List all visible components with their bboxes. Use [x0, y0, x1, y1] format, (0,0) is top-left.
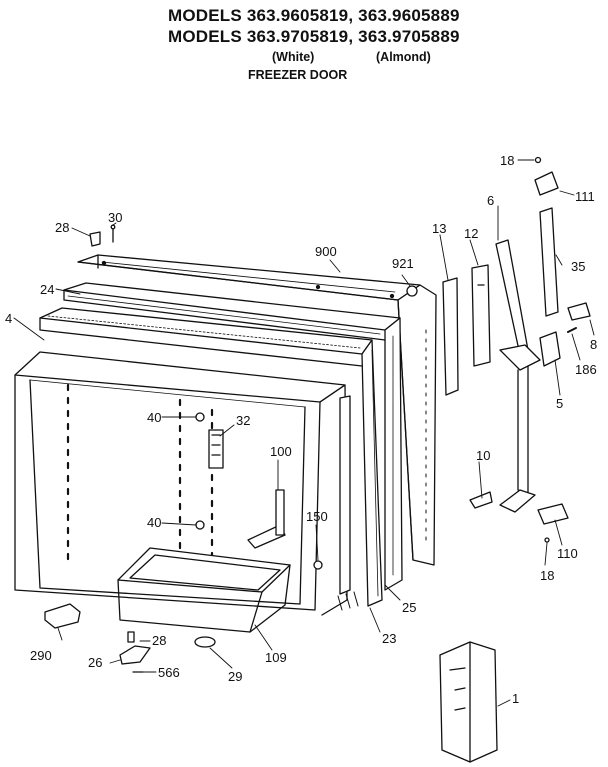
models-line-1: MODELS 363.9605819, 363.9605889 — [168, 6, 460, 25]
hinge-hardware — [442, 156, 591, 543]
callout-100: 100 — [270, 444, 292, 459]
inner-door-liner — [14, 351, 359, 616]
callout-13: 13 — [432, 221, 446, 236]
callout-32: 32 — [236, 413, 250, 428]
callout-28-top: 28 — [55, 220, 69, 235]
callout-110: 110 — [557, 546, 578, 561]
callout-25: 25 — [402, 600, 416, 615]
callout-921: 921 — [392, 256, 414, 271]
color-white-label: (White) — [272, 50, 315, 64]
callout-150: 150 — [306, 509, 328, 524]
callout-12: 12 — [464, 226, 478, 241]
callout-566: 566 — [158, 665, 180, 680]
callout-18-top: 18 — [500, 153, 514, 168]
callout-23: 23 — [382, 631, 396, 646]
diagram-header: MODELS 363.9605819, 363.9605889 MODELS 3… — [0, 0, 608, 90]
callout-30: 30 — [108, 210, 122, 225]
callout-28-bottom: 28 — [152, 633, 166, 648]
callout-5: 5 — [556, 396, 563, 411]
callout-26: 26 — [88, 655, 102, 670]
models-line-2: MODELS 363.9705819, 363.9705889 — [168, 27, 460, 46]
callout-4: 4 — [5, 311, 12, 326]
callout-40-upper: 40 — [147, 410, 161, 425]
callout-109: 109 — [265, 650, 287, 665]
section-title: FREEZER DOOR — [248, 68, 348, 82]
callout-290: 290 — [30, 648, 52, 663]
callout-10: 10 — [476, 448, 490, 463]
door-gasket — [63, 282, 403, 591]
callout-6: 6 — [487, 193, 494, 208]
callout-8: 8 — [590, 337, 597, 352]
callout-18-bottom: 18 — [540, 568, 554, 583]
breaker-strip — [39, 307, 383, 607]
callout-40-lower: 40 — [147, 515, 161, 530]
callout-29: 29 — [228, 669, 242, 684]
callout-111: 111 — [575, 189, 595, 204]
leader-lines — [13, 159, 595, 707]
callout-186: 186 — [575, 362, 597, 377]
callout-1: 1 — [512, 691, 519, 706]
callout-24: 24 — [40, 282, 54, 297]
callout-900: 900 — [315, 244, 337, 259]
color-almond-label: (Almond) — [376, 50, 431, 64]
callout-35: 35 — [571, 259, 585, 274]
shelf-bin — [117, 547, 291, 633]
callout-labels: 18 111 6 35 8 186 5 13 12 900 921 28 30 … — [5, 153, 597, 706]
outer-door-panel — [77, 254, 437, 566]
loose-parts — [44, 224, 498, 763]
